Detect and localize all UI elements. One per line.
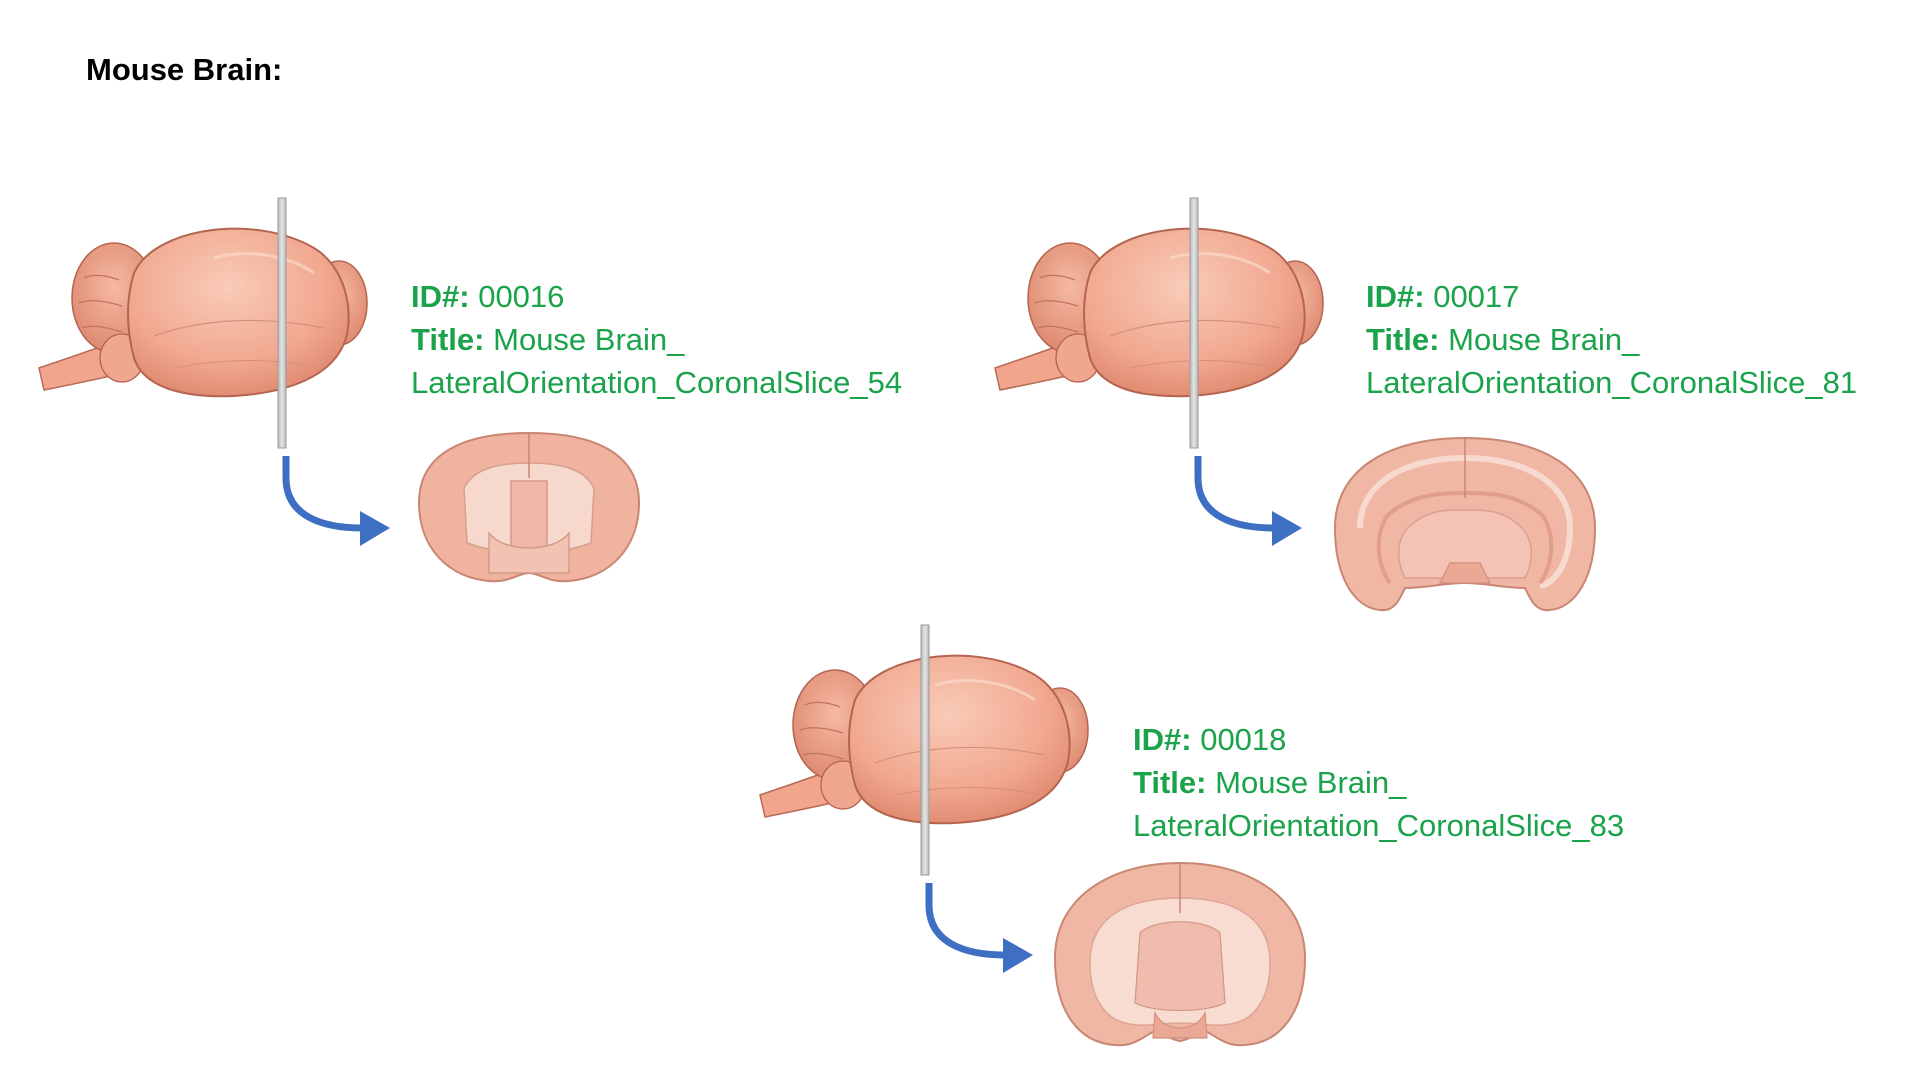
id-value: 00018	[1200, 722, 1287, 757]
id-value: 00016	[478, 279, 565, 314]
id-value: 00017	[1433, 279, 1520, 314]
page-title: Mouse Brain:	[86, 52, 283, 87]
id-label: ID#:	[1366, 279, 1425, 314]
slice-panel-83: ID#: 00018 Title: Mouse Brain_ LateralOr…	[755, 624, 1695, 1065]
slice-plane-icon	[1189, 197, 1199, 449]
id-label: ID#:	[411, 279, 470, 314]
lateral-mouse-brain-icon	[37, 227, 369, 398]
title-label: Title:	[1133, 765, 1207, 800]
slice-panel-81: ID#: 00017 Title: Mouse Brain_ LateralOr…	[990, 197, 1910, 628]
curved-arrow-icon	[929, 883, 1033, 973]
slice-illustration	[37, 197, 641, 583]
coronal-section-icon	[417, 431, 641, 583]
lateral-mouse-brain-icon	[993, 227, 1325, 398]
title-line-1: Mouse Brain_	[493, 322, 685, 357]
title-line-1: Mouse Brain_	[1215, 765, 1407, 800]
title-line-2: LateralOrientation_CoronalSlice_83	[1133, 808, 1625, 843]
title-label: Title:	[411, 322, 485, 357]
slice-illustration	[758, 624, 1307, 1047]
curved-arrow-icon	[1198, 456, 1302, 546]
coronal-section-icon	[1053, 861, 1307, 1047]
slice-panel-54: ID#: 00016 Title: Mouse Brain_ LateralOr…	[34, 197, 984, 618]
title-label: Title:	[1366, 322, 1440, 357]
title-line-2: LateralOrientation_CoronalSlice_81	[1366, 365, 1858, 400]
slice-plane-icon	[277, 197, 287, 449]
title-line-2: LateralOrientation_CoronalSlice_54	[411, 365, 903, 400]
slice-illustration	[993, 197, 1597, 612]
curved-arrow-icon	[286, 456, 390, 546]
title-line-1: Mouse Brain_	[1448, 322, 1640, 357]
coronal-section-icon	[1333, 436, 1597, 612]
slice-plane-icon	[920, 624, 930, 876]
id-label: ID#:	[1133, 722, 1192, 757]
